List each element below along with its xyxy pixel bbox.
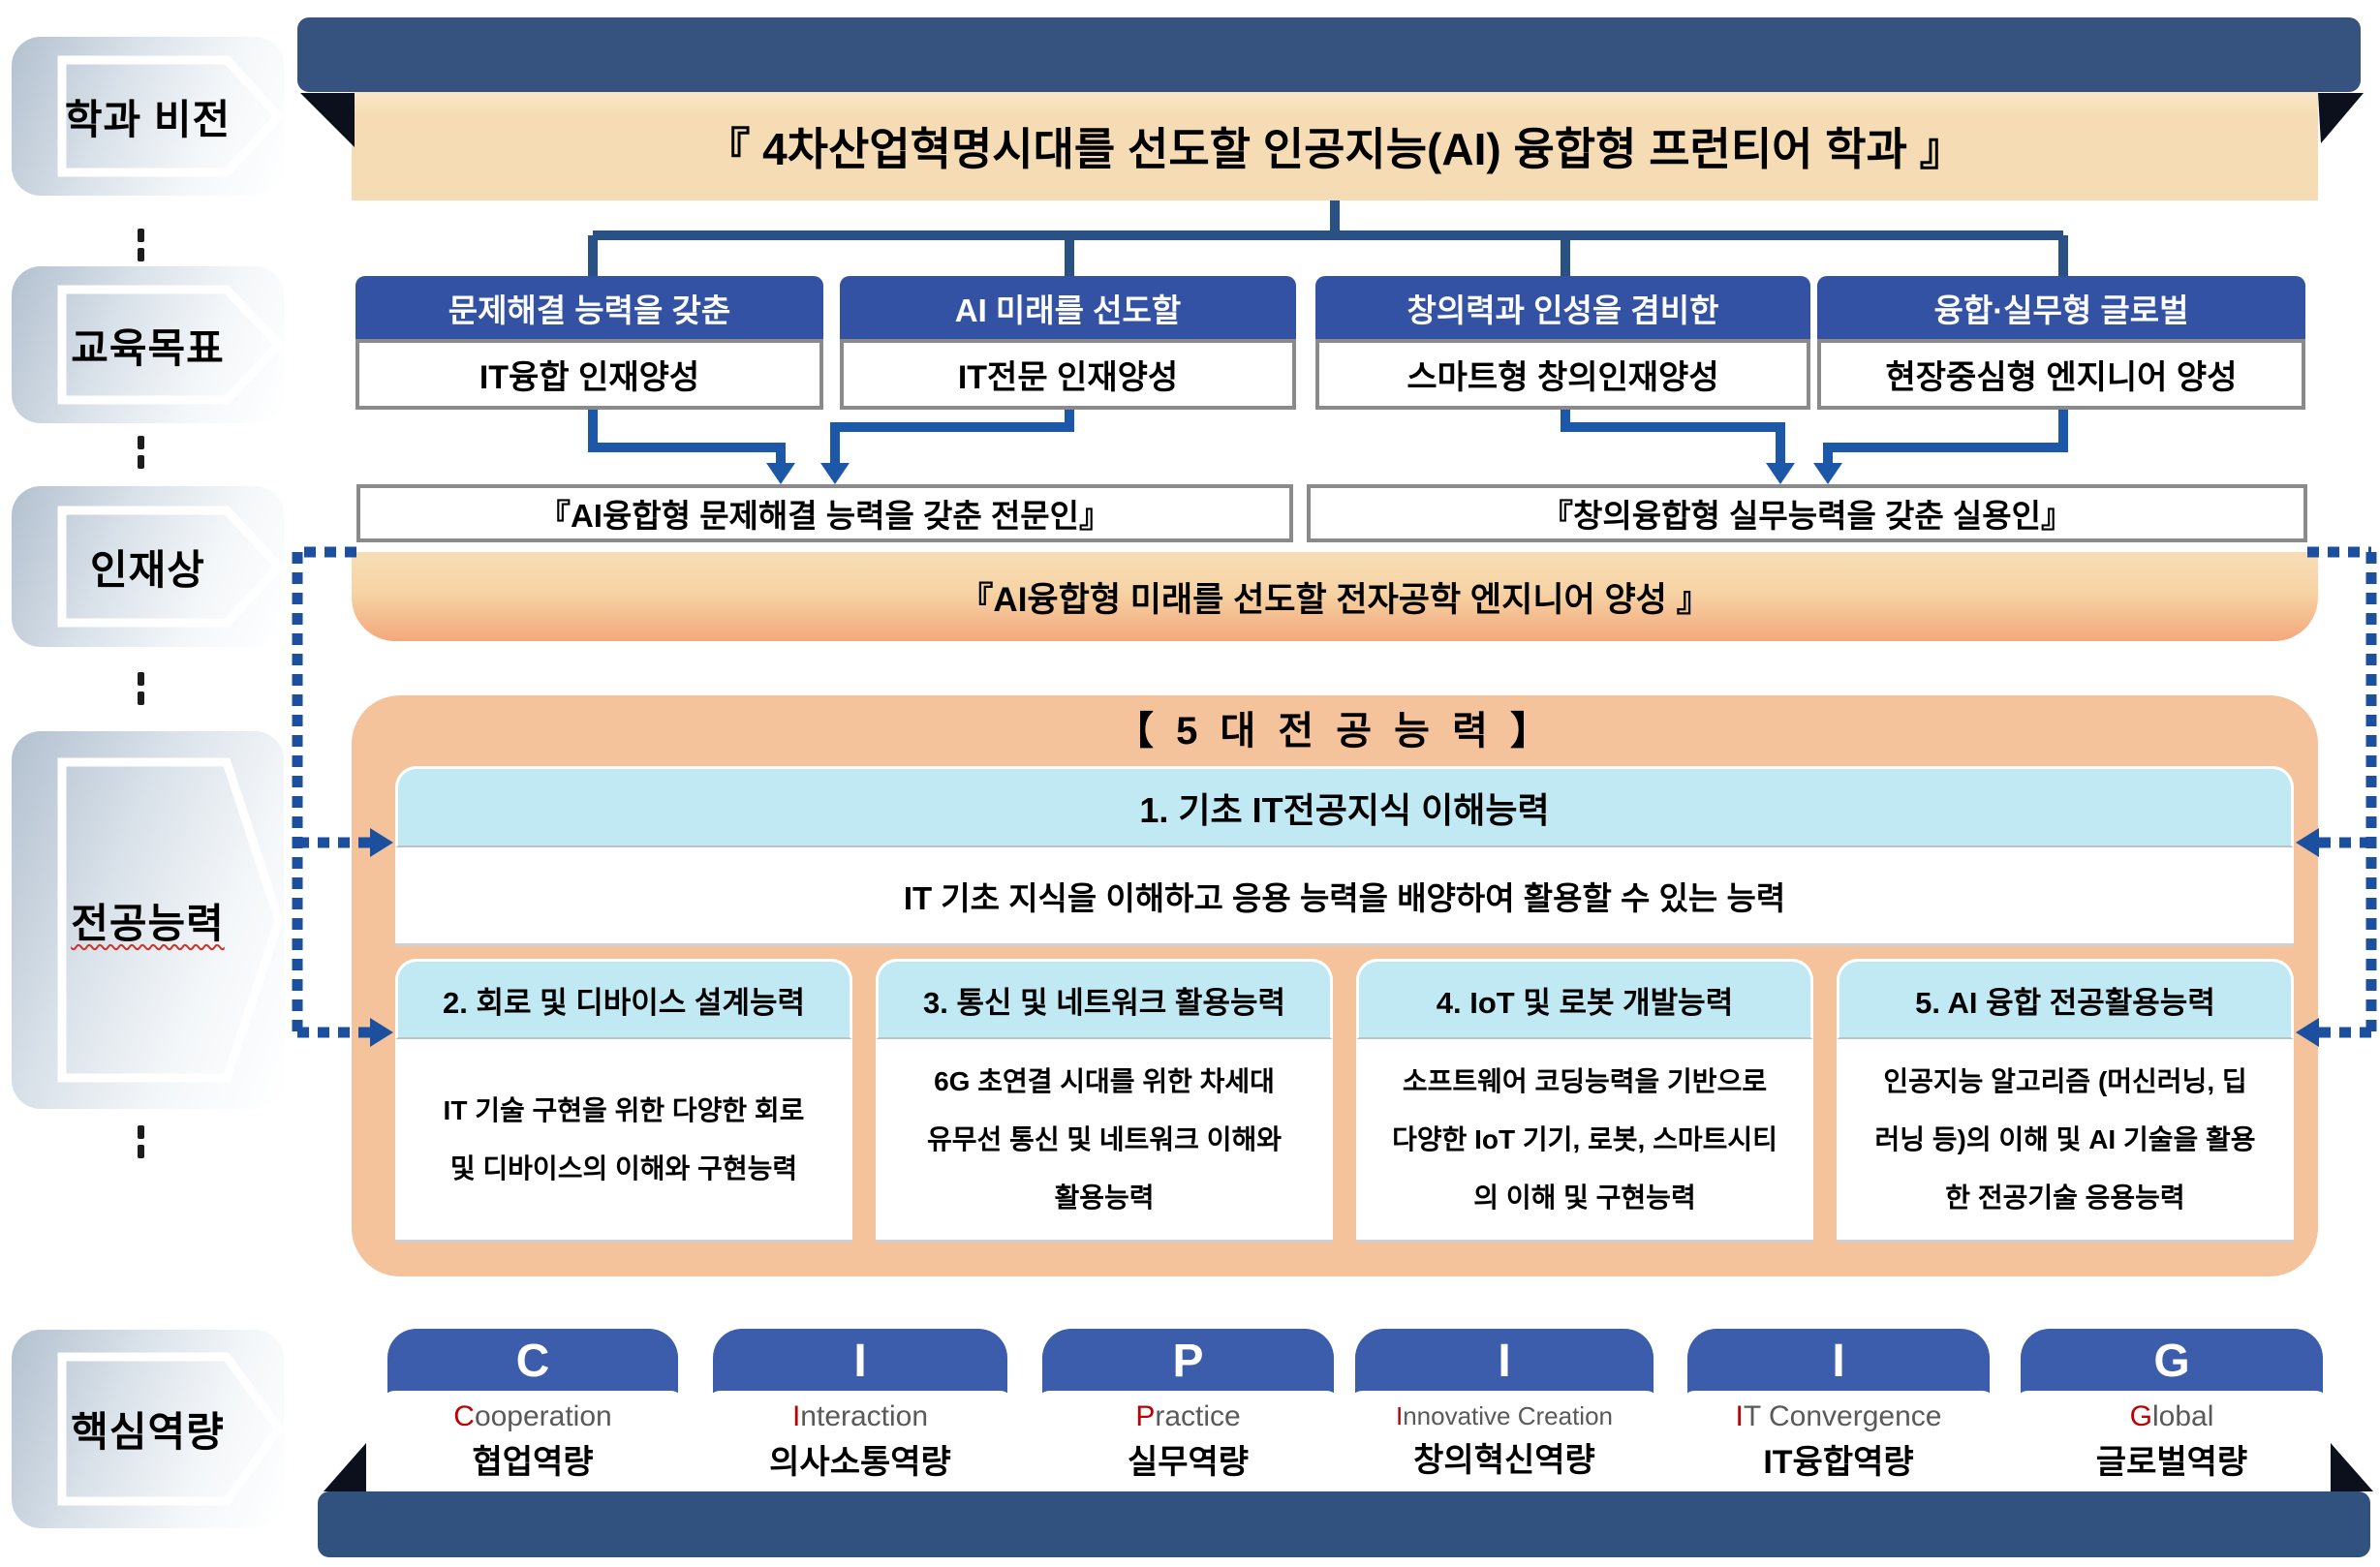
goal-arrowheads <box>766 463 1842 484</box>
ribbon-fold-top-left <box>300 93 355 147</box>
core-card-innovative-creation: I Innovative Creation 창의혁신역량 <box>1347 1329 1661 1491</box>
ribbon-fold-bottom-right <box>2331 1443 2373 1491</box>
competency-title: 【 5 대 전 공 능 력 】 <box>1114 710 1556 753</box>
card-body: IT Convergence IT융합역량 <box>1680 1391 1997 1491</box>
goal-header: 융합·실무형 글로벌 <box>1817 276 2305 339</box>
sidebar-label: 핵심역량 <box>71 1409 225 1455</box>
goal-arrows <box>588 410 2068 465</box>
ribbon-fold-bottom-left <box>324 1443 366 1491</box>
goal-box-4: 융합·실무형 글로벌 현장중심형 엔지니어 양성 <box>1817 276 2305 410</box>
top-ribbon-banner <box>297 17 2361 92</box>
card-body: Practice 실무역량 <box>1035 1391 1342 1491</box>
competency-3-header: 3. 통신 및 네트워크 활용능력 <box>876 959 1333 1039</box>
tree-connector <box>588 200 2068 276</box>
core-card-cooperation: C Cooperation 협업역량 <box>380 1329 686 1491</box>
chevron-outline-icon <box>57 1352 284 1506</box>
ellipsis-dots <box>138 436 144 469</box>
competency-1-header: 1. 기초 IT전공지식 이해능력 <box>395 766 2294 847</box>
card-letter: I <box>853 1335 867 1387</box>
ellipsis-dots <box>138 1125 144 1158</box>
chevron-outline-icon <box>57 55 284 177</box>
talent-left-text: 『AI융합형 문제해결 능력을 갖춘 전문인』 <box>538 498 1112 534</box>
talent-box-left: 『AI융합형 문제해결 능력을 갖춘 전문인』 <box>356 484 1293 542</box>
card-letter: I <box>1498 1335 1511 1387</box>
sidebar-label: 학과 비전 <box>64 96 232 142</box>
talent-right-text: 『창의융합형 실무능력을 갖춘 실용인』 <box>1541 498 2073 534</box>
card-korean: 글로벌역량 <box>2095 1443 2248 1481</box>
card-english: Innovative Creation <box>1395 1401 1614 1430</box>
card-korean: 실무역량 <box>1127 1443 1250 1481</box>
card-letter: G <box>2153 1335 2190 1387</box>
bottom-ribbon-bar <box>318 1491 2370 1557</box>
chevron-outline-icon <box>57 506 284 628</box>
card-body: Cooperation 협업역량 <box>380 1391 686 1491</box>
sidebar-item-goals: 교육목표 <box>12 266 284 423</box>
competency-2-header: 2. 회로 및 디바이스 설계능력 <box>395 959 852 1039</box>
card-korean: 창의혁신역량 <box>1413 1442 1595 1479</box>
card-korean: IT융합역량 <box>1763 1443 1914 1481</box>
goal-body: 스마트형 창의인재양성 <box>1315 339 1810 410</box>
goal-header: 문제해결 능력을 갖춘 <box>355 276 823 339</box>
talent-banner-text: 『AI융합형 미래를 선도할 전자공학 엔지니어 양성 』 <box>959 580 1711 619</box>
card-korean: 협업역량 <box>472 1443 594 1481</box>
card-body: Global 글로벌역량 <box>2013 1391 2331 1491</box>
sidebar-label: 교육목표 <box>71 324 225 371</box>
ellipsis-dots <box>138 672 144 705</box>
core-card-it-convergence: I IT Convergence IT융합역량 <box>1680 1329 1997 1491</box>
card-english: Global <box>2129 1399 2214 1432</box>
card-body: Interaction 의사소통역량 <box>705 1391 1015 1491</box>
competency-5-header: 5. AI 융합 전공활용능력 <box>1837 959 2294 1039</box>
chevron-outline-icon <box>57 285 284 405</box>
card-letter: P <box>1172 1335 1204 1387</box>
goal-box-2: AI 미래를 선도할 IT전문 인재양성 <box>840 276 1296 410</box>
goal-header: 창의력과 인성을 겸비한 <box>1315 276 1810 339</box>
card-english: IT Convergence <box>1735 1399 1942 1432</box>
sidebar-item-talent: 인재상 <box>12 486 284 647</box>
card-english: Cooperation <box>453 1399 612 1432</box>
competency-3-body: 6G 초연결 시대를 위한 차세대 유무선 통신 및 네트워크 이해와 활용능력 <box>876 1039 1333 1243</box>
talent-box-right: 『창의융합형 실무능력을 갖춘 실용인』 <box>1307 484 2307 542</box>
chevron-outline-icon <box>57 757 284 1083</box>
ribbon-fold-top-right <box>2318 93 2364 143</box>
goal-body: IT전문 인재양성 <box>840 339 1296 410</box>
card-letter: I <box>1832 1335 1845 1387</box>
competency-4-header: 4. IoT 및 로봇 개발능력 <box>1356 959 1813 1039</box>
goal-box-3: 창의력과 인성을 겸비한 스마트형 창의인재양성 <box>1315 276 1810 410</box>
ellipsis-dots <box>138 229 144 261</box>
goal-body: 현장중심형 엔지니어 양성 <box>1817 339 2305 410</box>
core-card-global: G Global 글로벌역량 <box>2013 1329 2331 1491</box>
card-english: Interaction <box>791 1399 929 1432</box>
goal-body: IT융합 인재양성 <box>355 339 823 410</box>
vision-title: 『 4차산업혁명시대를 선도할 인공지능(AI) 융합형 프런티어 학과 』 <box>705 124 1964 174</box>
sidebar-item-vision: 학과 비전 <box>12 37 284 196</box>
competency-1-body: IT 기초 지식을 이해하고 응용 능력을 배양하여 활용할 수 있는 능력 <box>395 847 2294 946</box>
goal-header: AI 미래를 선도할 <box>840 276 1296 339</box>
sidebar-label: 전공능력 <box>71 900 225 946</box>
card-korean: 의사소통역량 <box>769 1443 951 1481</box>
competency-4-body: 소프트웨어 코딩능력을 기반으로 다양한 IoT 기기, 로봇, 스마트시티 의… <box>1356 1039 1813 1243</box>
talent-banner: 『AI융합형 미래를 선도할 전자공학 엔지니어 양성 』 <box>352 552 2318 641</box>
goal-box-1: 문제해결 능력을 갖춘 IT융합 인재양성 <box>355 276 823 410</box>
core-card-practice: P Practice 실무역량 <box>1035 1329 1342 1491</box>
card-body: Innovative Creation 창의혁신역량 <box>1347 1391 1661 1491</box>
core-card-interaction: I Interaction 의사소통역량 <box>705 1329 1015 1491</box>
competency-5-body: 인공지능 알고리즘 (머신러닝, 딥 러닝 등)의 이해 및 AI 기술을 활용… <box>1837 1039 2294 1243</box>
competency-2-body: IT 기술 구현을 위한 다양한 회로 및 디바이스의 이해와 구현능력 <box>395 1039 852 1243</box>
vision-title-box: 『 4차산업혁명시대를 선도할 인공지능(AI) 융합형 프런티어 학과 』 <box>352 92 2318 200</box>
sidebar-item-major-competency: 전공능력 <box>12 731 284 1109</box>
sidebar-label: 인재상 <box>90 546 205 593</box>
card-letter: C <box>515 1335 550 1387</box>
sidebar-item-core-competency: 핵심역량 <box>12 1330 284 1528</box>
card-english: Practice <box>1135 1399 1241 1432</box>
